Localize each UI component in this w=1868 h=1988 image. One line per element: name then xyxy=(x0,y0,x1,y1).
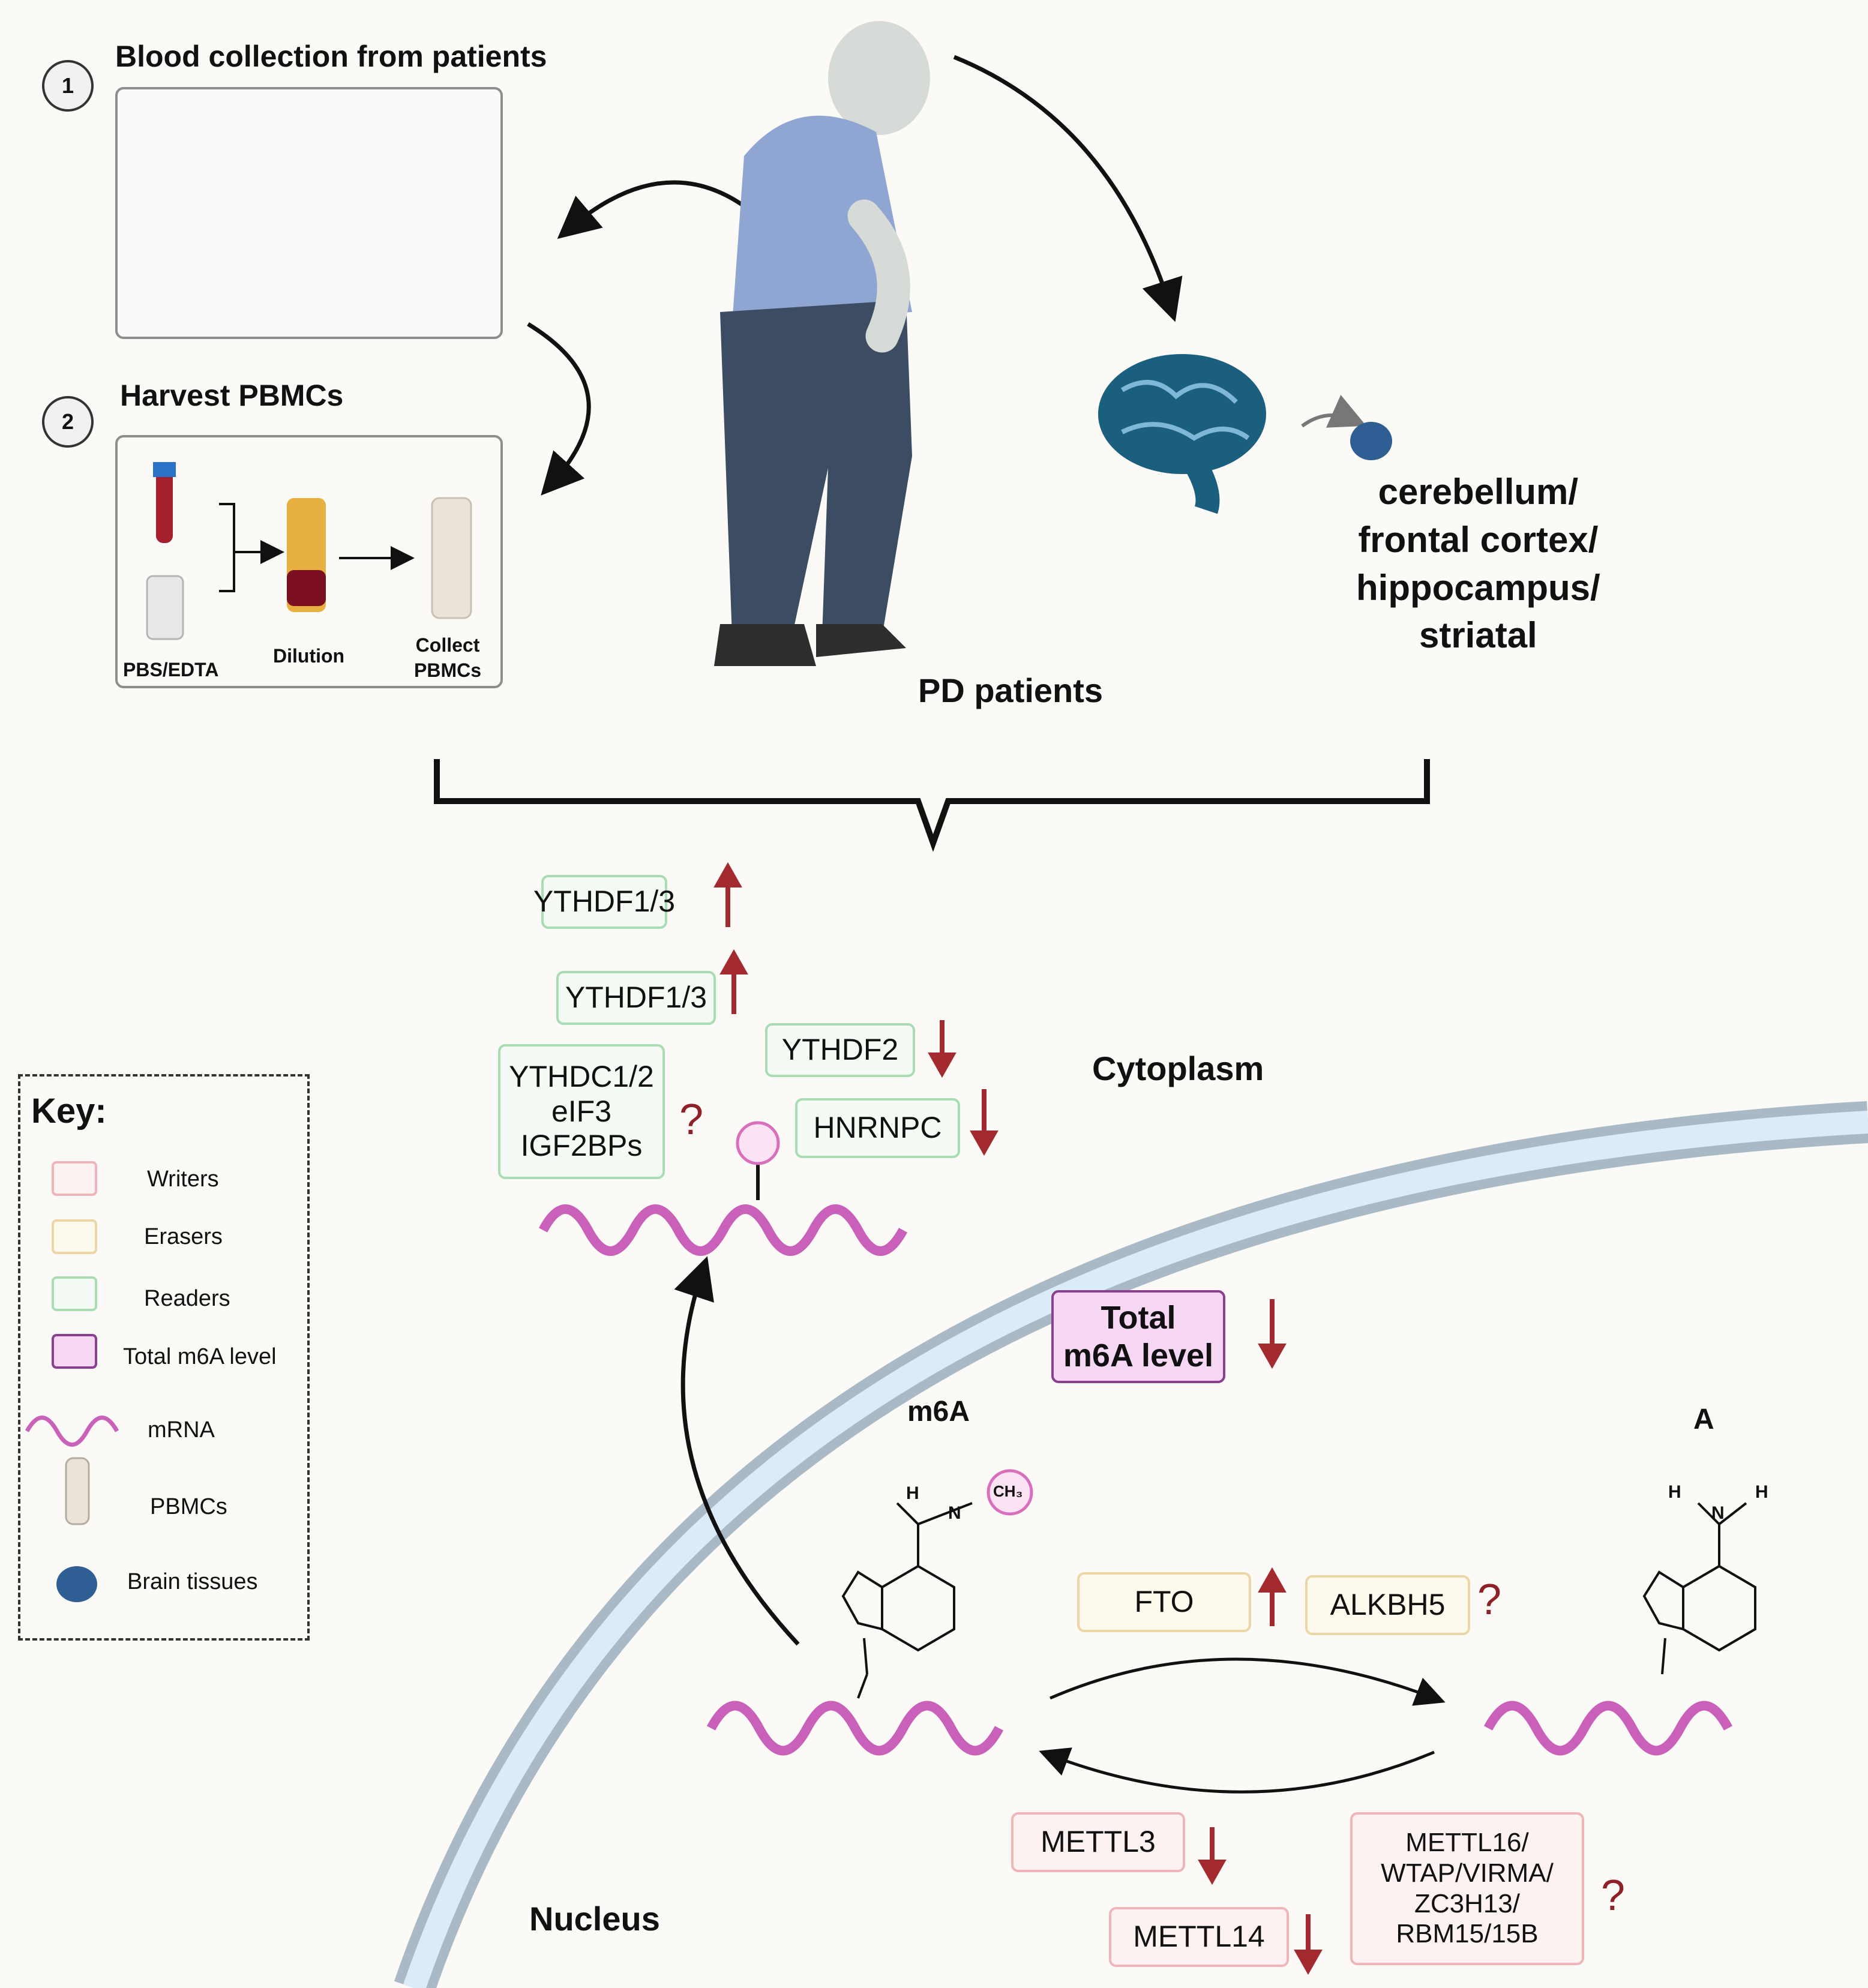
pbs-edta-label: PBS/EDTA xyxy=(123,659,219,680)
methyl-label: CH₃ xyxy=(993,1482,1023,1500)
legend-writers-swatch xyxy=(52,1161,97,1196)
writers-question-mark: ? xyxy=(1601,1872,1626,1920)
arrow-blood-to-pbmc xyxy=(527,322,591,496)
brain-regions-label: cerebellum/ frontal cortex/ hippocampus/… xyxy=(1356,472,1600,656)
pd-patients-label: PD patients xyxy=(918,671,1104,709)
legend-readers-label: Readers xyxy=(144,1286,230,1311)
dilution-label: Dilution xyxy=(273,645,345,667)
export-arrow xyxy=(674,1256,800,1646)
key-brain-tissue-icon xyxy=(56,1566,97,1602)
legend-writers-label: Writers xyxy=(147,1167,219,1192)
legend-total-swatch xyxy=(52,1334,97,1369)
cytoplasm-label: Cytoplasm xyxy=(1092,1050,1264,1087)
total-m6a-box: Total m6A level xyxy=(1051,1290,1225,1383)
legend-title: Key: xyxy=(31,1092,107,1131)
step-2-title: Harvest PBMCs xyxy=(120,379,344,412)
readers-question-mark: ? xyxy=(679,1096,704,1144)
nuclear-membrane xyxy=(394,1101,1868,1988)
legend-brain-label: Brain tissues xyxy=(127,1569,258,1594)
m6a-mark xyxy=(736,1121,780,1165)
tube-illustrations xyxy=(146,462,472,640)
nucleus-mrna-a xyxy=(1483,1701,1733,1756)
step-2-badge: 2 xyxy=(42,396,94,448)
nucleus-label: Nucleus xyxy=(529,1900,660,1938)
a-h-right-label: H xyxy=(1755,1482,1768,1502)
mettl3-box: METTL3 xyxy=(1011,1812,1185,1872)
harvest-pbmc-panel xyxy=(115,435,503,688)
brain-illustration xyxy=(1098,354,1266,514)
blood-collection-panel xyxy=(115,87,503,339)
mettl14-box: METTL14 xyxy=(1109,1907,1289,1967)
a-label: A xyxy=(1693,1404,1714,1435)
a-h-left-label: H xyxy=(1668,1482,1681,1502)
m6a-label: m6A xyxy=(907,1396,970,1428)
pd-patient-figure xyxy=(714,21,930,666)
m6a-molecule xyxy=(841,1502,973,1699)
fto-box: FTO xyxy=(1077,1572,1251,1632)
brain-tissue-chunk xyxy=(1350,422,1392,460)
key-pbmc-icon xyxy=(65,1457,90,1525)
step-1-number: 1 xyxy=(61,73,74,98)
arrow-brain-to-tissue xyxy=(1301,394,1366,428)
ythdf2-box: YTHDF2 xyxy=(765,1023,915,1077)
step-1-badge: 1 xyxy=(42,60,94,112)
ythdf13-top-box: YTHDF1/3 xyxy=(533,875,675,929)
step-2-number: 2 xyxy=(61,409,74,434)
m6a-h-label: H xyxy=(906,1483,919,1503)
regulation-arrows xyxy=(713,862,1323,1975)
alkbh5-question-mark: ? xyxy=(1477,1576,1502,1624)
legend-readers-swatch xyxy=(52,1276,97,1311)
collect-pbmcs-label: Collect PBMCs xyxy=(414,634,482,681)
ythdf13-mid-box: YTHDF1/3 xyxy=(556,971,716,1025)
a-n-label: N xyxy=(1711,1503,1725,1523)
arrow-patient-to-brain xyxy=(953,55,1183,322)
legend-pbmcs-label: PBMCs xyxy=(150,1494,227,1519)
cytoplasm-mrna xyxy=(538,1204,908,1256)
nucleus-mrna-m6a xyxy=(706,1701,1004,1756)
key-mrna-icon xyxy=(25,1416,119,1447)
other-readers-box: YTHDC1/2 eIF3 IGF2BPs xyxy=(498,1044,665,1179)
m6a-n-label: N xyxy=(948,1503,961,1523)
legend-mrna-label: mRNA xyxy=(148,1417,215,1443)
legend-total-label: Total m6A level xyxy=(123,1344,277,1369)
methyl-circle xyxy=(987,1469,1033,1516)
methylation-arrow xyxy=(1039,1747,1435,1794)
hnrnpc-box: HNRNPC xyxy=(795,1098,960,1158)
merge-bracket xyxy=(434,759,1430,852)
a-molecule xyxy=(1642,1502,1756,1675)
legend-erasers-label: Erasers xyxy=(144,1224,223,1249)
demethylation-arrow xyxy=(1050,1657,1446,1706)
legend-box xyxy=(18,1074,310,1641)
legend-erasers-swatch xyxy=(52,1219,97,1254)
step-1-title: Blood collection from patients xyxy=(115,40,547,73)
other-writers-box: METTL16/ WTAP/VIRMA/ ZC3H13/ RBM15/15B xyxy=(1350,1812,1584,1965)
alkbh5-box: ALKBH5 xyxy=(1305,1575,1470,1635)
